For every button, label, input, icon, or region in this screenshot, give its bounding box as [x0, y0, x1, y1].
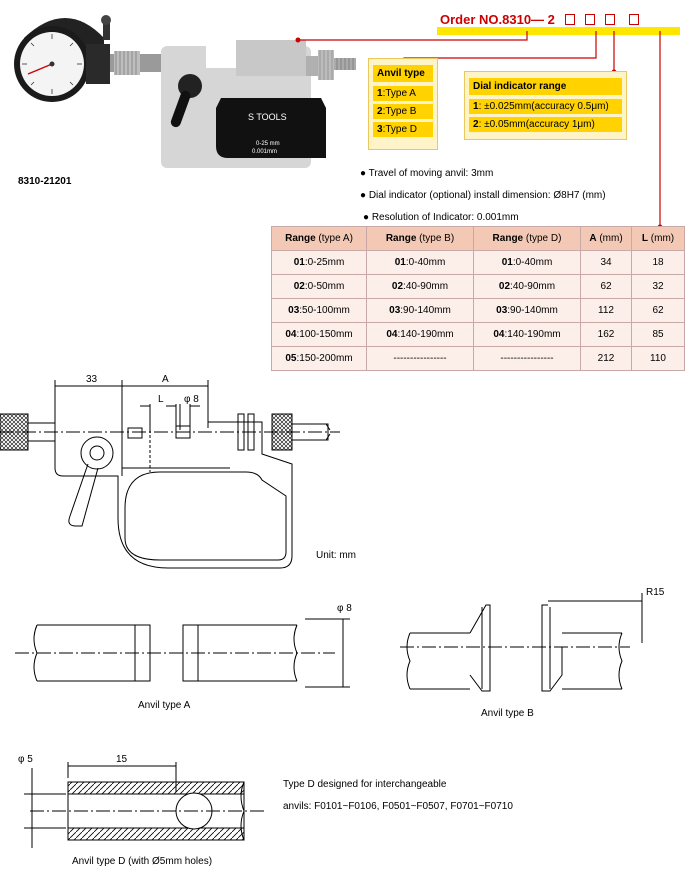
spec-item: ● Resolution of Indicator: 0.001mm — [363, 212, 519, 223]
micrometer-drawing: 33 A L φ 8 — [0, 374, 340, 569]
order-number: Order NO.8310— 2 — [440, 12, 639, 27]
table-cell: 05:150-200mm — [271, 346, 367, 371]
table-cell: 02:40-90mm — [473, 274, 581, 299]
col-header-a: A (mm) — [580, 226, 632, 251]
table-cell: 02:40-90mm — [366, 274, 474, 299]
anvil-b-dim: R15 — [646, 587, 665, 598]
order-highlight-bar — [437, 27, 680, 35]
table-header-row: Range (type A) Range (type B) Range (typ… — [271, 226, 685, 251]
brand-label: S TOOLS — [248, 112, 287, 122]
table-row: 05:150-200mm ---------------- ----------… — [271, 346, 685, 371]
anvil-d-note-line: anvils: F0101~F0106, F0501~F0507, F0701~… — [283, 801, 513, 812]
anvil-d-note: Type D designed for interchangeable anvi… — [283, 774, 513, 818]
dial-gauge-image — [14, 15, 111, 102]
table-cell: 04:140-190mm — [473, 322, 581, 347]
col-header-l: L (mm) — [631, 226, 685, 251]
table-cell: 04:140-190mm — [366, 322, 474, 347]
model-code: 8310-21201 — [18, 176, 72, 187]
micrometer-frame-image — [161, 40, 356, 168]
dim-phi8-label: φ 8 — [184, 394, 199, 405]
order-slot-anvil — [564, 14, 575, 25]
spec-item: ● Dial indicator (optional) install dime… — [360, 190, 606, 201]
anvil-type-item: 2:Type B — [373, 104, 433, 119]
anvil-d-note-line: Type D designed for interchangeable — [283, 779, 447, 790]
table-cell: 03:90-140mm — [473, 298, 581, 323]
table-cell: 02:0-50mm — [271, 274, 367, 299]
table-cell: 85 — [631, 322, 685, 347]
table-row: 02:0-50mm 02:40-90mm 02:40-90mm 62 32 — [271, 274, 685, 299]
dial-indicator-panel: Dial indicator range 1: ±0.025mm(accurac… — [464, 71, 627, 140]
dial-indicator-item: 1: ±0.025mm(accuracy 0.5μm) — [469, 99, 622, 114]
dim-a-label: A — [162, 374, 169, 385]
table-cell: 112 — [580, 298, 632, 323]
anvil-d-caption: Anvil type D (with Ø5mm holes) — [72, 856, 213, 867]
table-cell: 04:100-150mm — [271, 322, 367, 347]
anvil-d-drawing: φ 5 15 — [18, 754, 264, 848]
anvil-b-drawing: R15 — [400, 587, 665, 692]
spec-item: ● Travel of moving anvil: 3mm — [360, 168, 494, 179]
anvil-d-phi-dim: φ 5 — [18, 754, 33, 765]
anvil-type-title: Anvil type — [373, 65, 433, 82]
table-cell: 110 — [631, 346, 685, 371]
table-cell: ---------------- — [366, 346, 474, 371]
table-cell: 03:90-140mm — [366, 298, 474, 323]
col-header-range-d: Range (type D) — [473, 226, 581, 251]
anvil-a-caption: Anvil type A — [138, 700, 191, 711]
table-cell: ---------------- — [473, 346, 581, 371]
col-header-range-b: Range (type B) — [366, 226, 474, 251]
anvil-type-item: 1:Type A — [373, 86, 433, 101]
table-cell: 01:0-25mm — [271, 250, 367, 275]
table-row: 04:100-150mm 04:140-190mm 04:140-190mm 1… — [271, 322, 685, 347]
table-cell: 01:0-40mm — [473, 250, 581, 275]
unit-label: Unit: mm — [316, 550, 356, 561]
order-slot-range-1 — [604, 14, 615, 25]
anvil-type-panel: Anvil type 1:Type A 2:Type B 3:Type D — [368, 58, 438, 150]
table-cell: 03:50-100mm — [271, 298, 367, 323]
table-cell: 212 — [580, 346, 632, 371]
anvil-a-drawing: φ 8 — [15, 603, 352, 688]
table-cell: 18 — [631, 250, 685, 275]
table-cell: 01:0-40mm — [366, 250, 474, 275]
gauge-resolution-label: 0.001mm — [252, 149, 277, 155]
product-photo: S TOOLS 0-25 mm 0.001mm — [14, 15, 356, 168]
table-row: 03:50-100mm 03:90-140mm 03:90-140mm 112 … — [271, 298, 685, 323]
table-cell: 62 — [631, 298, 685, 323]
order-slot-range-2 — [628, 14, 639, 25]
gauge-range-label: 0-25 mm — [256, 141, 280, 147]
table-cell: 162 — [580, 322, 632, 347]
range-table: Range (type A) Range (type B) Range (typ… — [271, 226, 685, 371]
dial-indicator-title: Dial indicator range — [469, 78, 622, 95]
spec-list: ● Travel of moving anvil: 3mm ● Dial ind… — [360, 163, 606, 229]
table-cell: 32 — [631, 274, 685, 299]
dial-indicator-item: 2: ±0.05mm(accuracy 1μm) — [469, 117, 622, 132]
table-cell: 62 — [580, 274, 632, 299]
anvil-d-len-dim: 15 — [116, 754, 128, 765]
order-label: Order NO.8310 — [440, 12, 532, 27]
order-dash: — 2 — [531, 12, 555, 27]
dim-33-label: 33 — [86, 374, 98, 385]
col-header-range-a: Range (type A) — [271, 226, 367, 251]
table-cell: 34 — [580, 250, 632, 275]
anvil-b-caption: Anvil type B — [481, 708, 534, 719]
anvil-a-dim: φ 8 — [337, 603, 352, 614]
table-row: 01:0-25mm 01:0-40mm 01:0-40mm 34 18 — [271, 250, 685, 275]
anvil-type-item: 3:Type D — [373, 122, 433, 137]
order-slot-dial — [584, 14, 595, 25]
dim-l-label: L — [158, 394, 164, 405]
